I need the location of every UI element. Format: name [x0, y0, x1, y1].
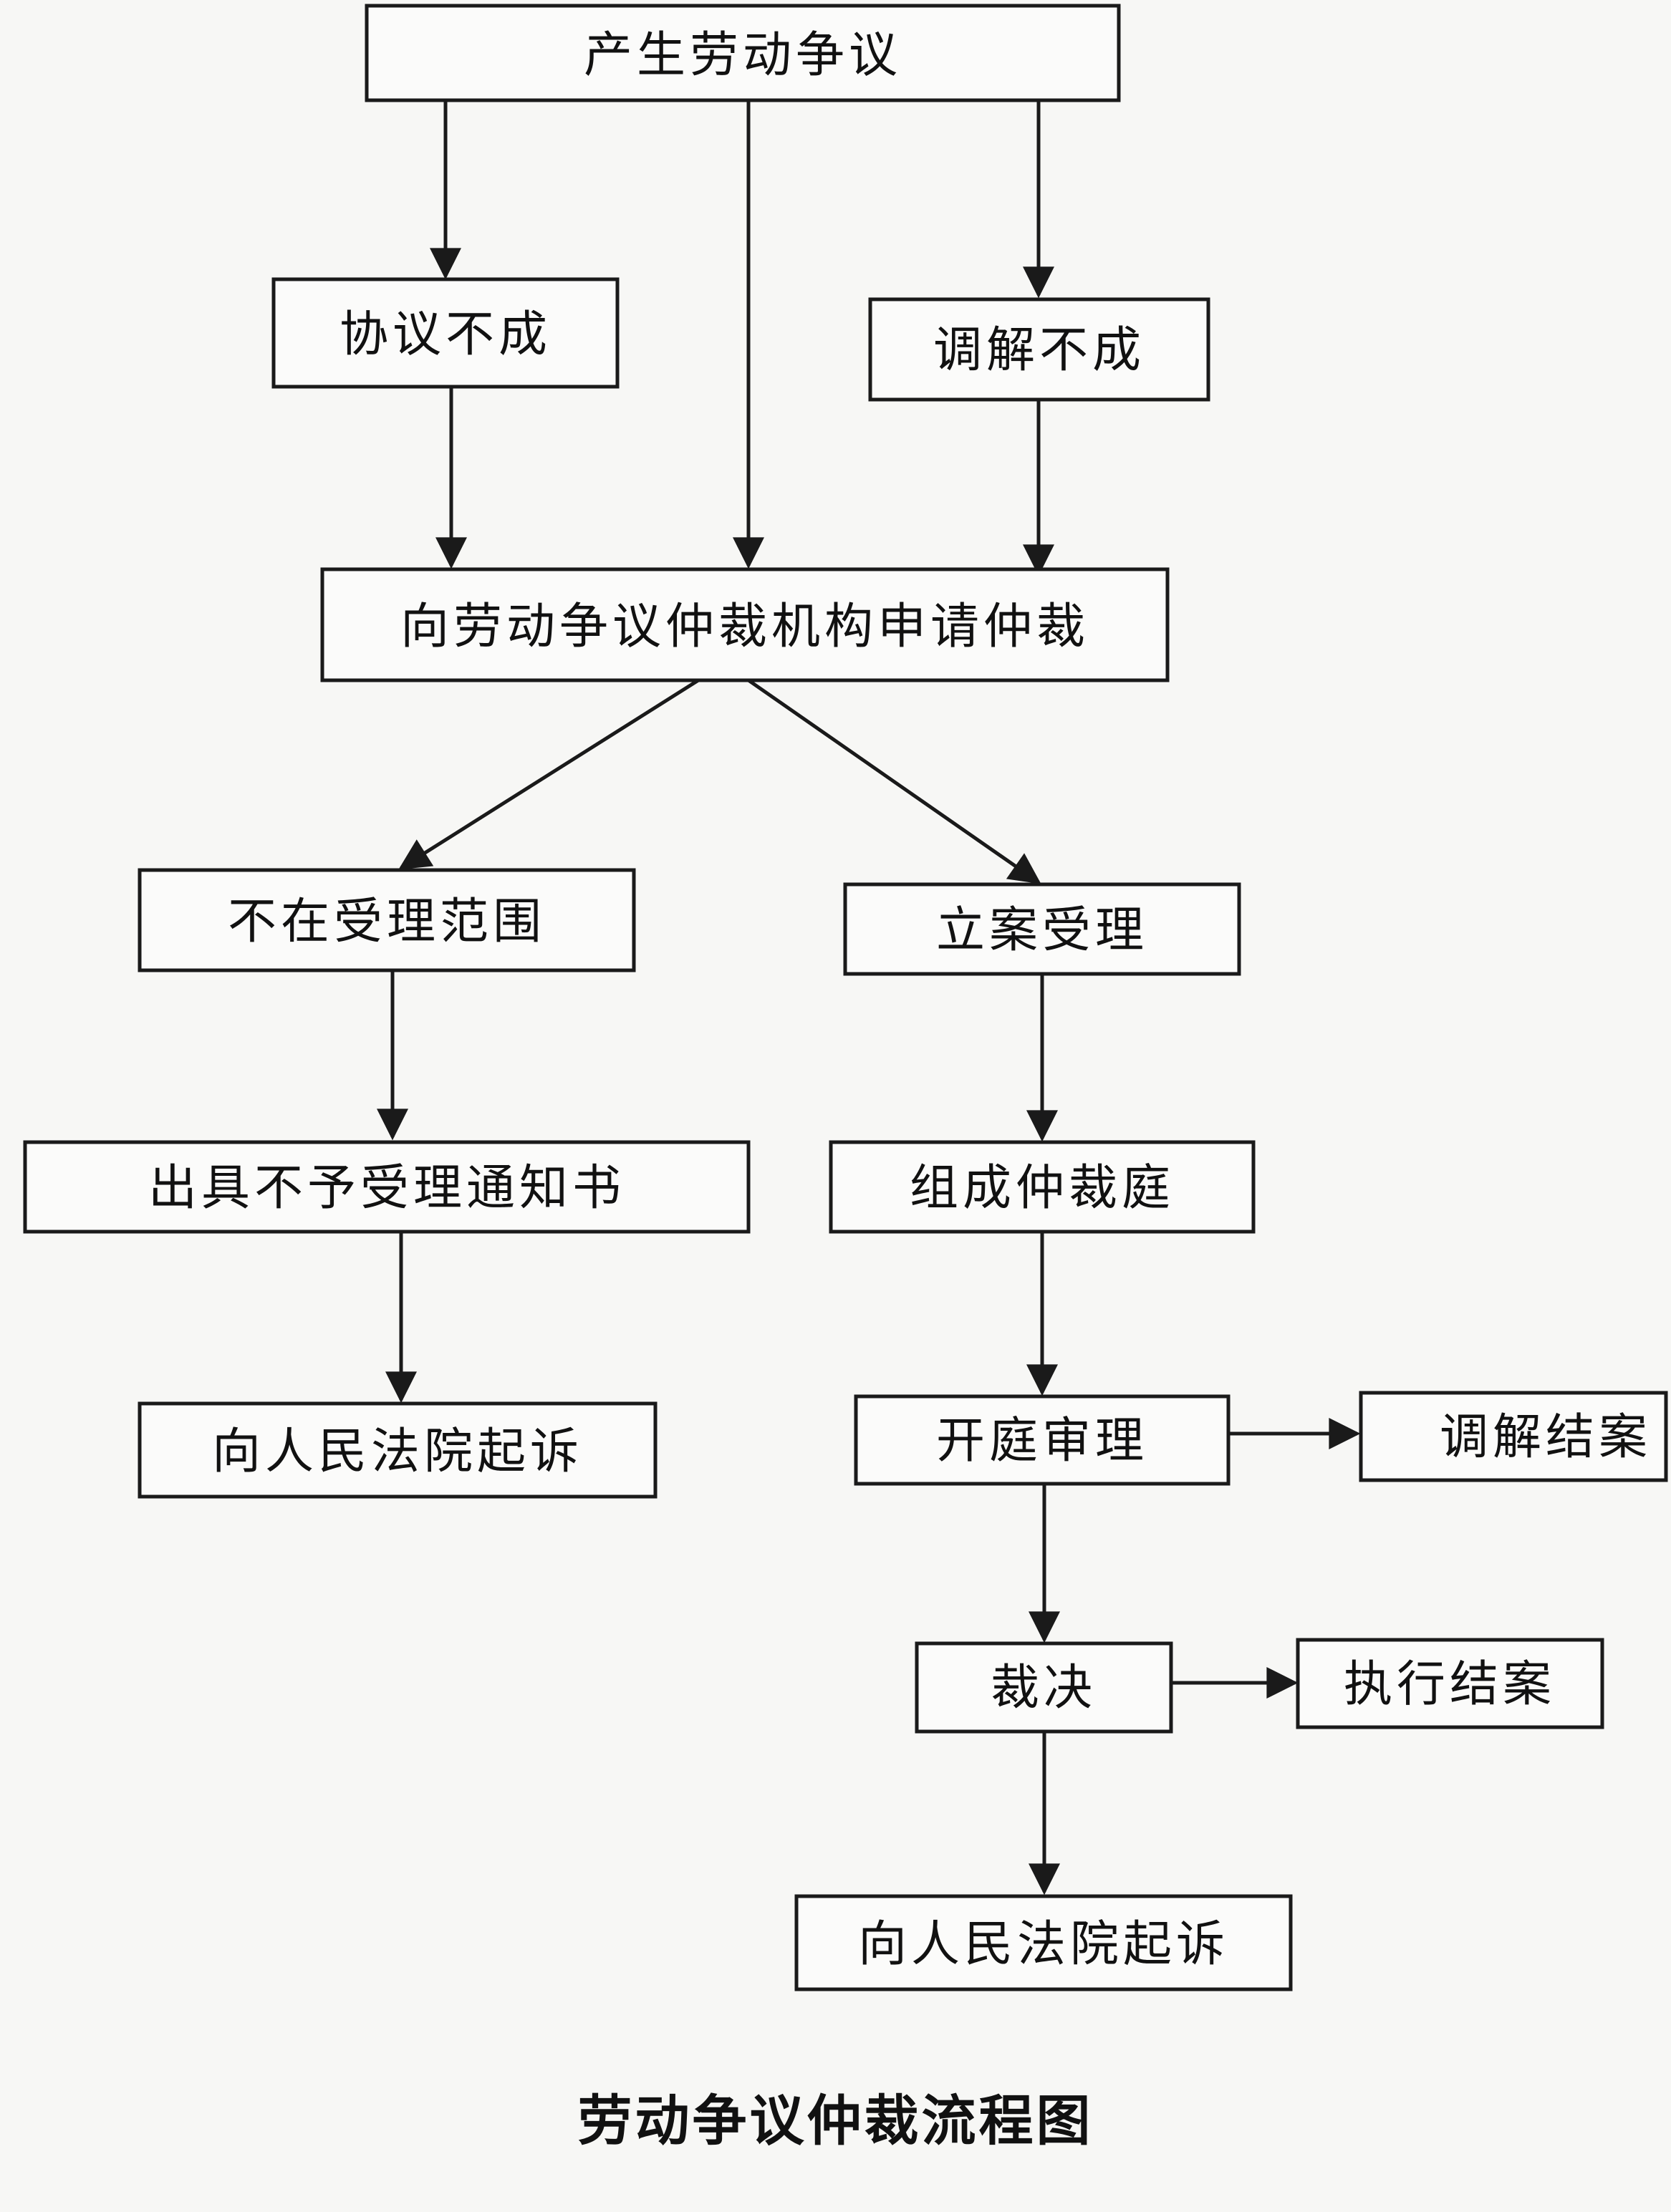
- svg-text:不在受理范围: 不在受理范围: [228, 894, 546, 950]
- node-apply-arbitration: 向劳动争议仲裁机构申请仲裁: [320, 567, 1170, 682]
- node-mediation-closed: 调解结案: [1359, 1391, 1668, 1482]
- svg-text:组成仲裁庭: 组成仲裁庭: [910, 1160, 1175, 1217]
- svg-text:调解结案: 调解结案: [1440, 1409, 1652, 1466]
- svg-text:产生劳动争议: 产生劳动争议: [584, 27, 902, 84]
- node-form-tribunal: 组成仲裁庭: [829, 1140, 1256, 1234]
- node-mediation-failed: 调解不成: [868, 297, 1210, 402]
- node-sue-court-right: 向人民法院起诉: [794, 1894, 1293, 1991]
- node-enforcement-closed: 执行结案: [1296, 1638, 1604, 1729]
- node-negotiation-failed: 协议不成: [271, 277, 620, 389]
- node-sue-court-left: 向人民法院起诉: [138, 1401, 658, 1499]
- diagram-title: 劳动争议仲裁流程图: [577, 2089, 1094, 2153]
- edge-apply-to-out-of-scope: [398, 678, 700, 870]
- svg-text:执行结案: 执行结案: [1344, 1656, 1556, 1713]
- svg-text:裁决: 裁决: [991, 1660, 1097, 1716]
- svg-text:向人民法院起诉: 向人民法院起诉: [212, 1424, 583, 1480]
- node-hearing: 开庭审理: [854, 1394, 1231, 1486]
- svg-text:立案受理: 立案受理: [936, 902, 1148, 959]
- node-case-accepted: 立案受理: [843, 882, 1241, 976]
- node-dispute: 产生劳动争议: [365, 4, 1121, 102]
- node-award: 裁决: [915, 1641, 1173, 1734]
- svg-text:向劳动争议仲裁机构申请仲裁: 向劳动争议仲裁机构申请仲裁: [400, 599, 1089, 655]
- svg-text:出具不予受理通知书: 出具不予受理通知书: [148, 1160, 625, 1217]
- edge-apply-to-accepted: [747, 678, 1041, 884]
- svg-text:调解不成: 调解不成: [933, 322, 1145, 379]
- svg-text:协议不成: 协议不成: [340, 306, 552, 363]
- svg-text:开庭审理: 开庭审理: [936, 1413, 1148, 1469]
- edges: [377, 100, 1361, 1895]
- node-issue-rejection-notice: 出具不予受理通知书: [23, 1140, 751, 1234]
- node-out-of-scope: 不在受理范围: [138, 868, 636, 972]
- svg-text:向人民法院起诉: 向人民法院起诉: [858, 1916, 1229, 1973]
